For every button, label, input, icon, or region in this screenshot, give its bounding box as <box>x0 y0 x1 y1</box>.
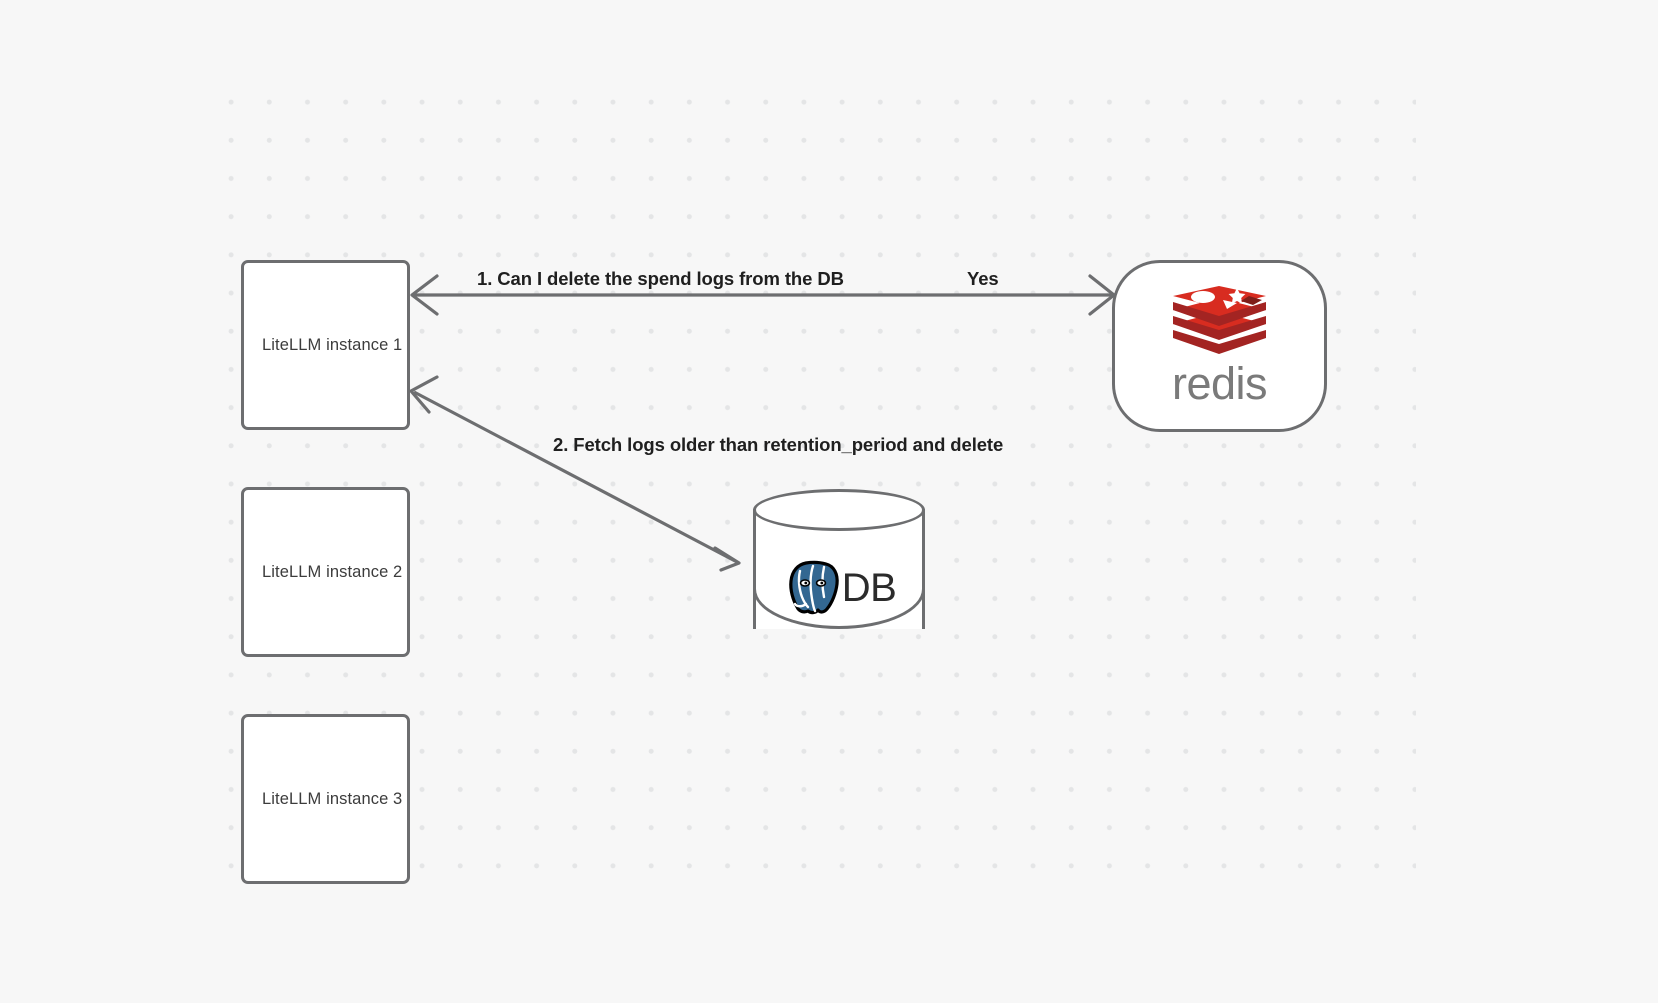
node-litellm-instance-3-label: LiteLLM instance 3 <box>262 789 403 808</box>
edge-litellm1-db <box>409 375 741 572</box>
redis-stack-icon <box>1173 286 1266 355</box>
node-litellm-instance-1[interactable]: LiteLLM instance 1 <box>241 260 410 430</box>
cylinder-top-ellipse <box>753 489 925 531</box>
node-database[interactable]: DB <box>753 489 925 649</box>
arrowhead-left-icon <box>410 274 439 316</box>
redis-wordmark-label: redis <box>1171 358 1268 410</box>
arrowhead-downright-icon <box>713 546 741 572</box>
redis-logo: redis <box>1115 263 1324 429</box>
node-redis[interactable]: redis <box>1112 260 1327 432</box>
edge-label-step-2: 2. Fetch logs older than retention_perio… <box>553 434 1004 455</box>
node-litellm-instance-3[interactable]: LiteLLM instance 3 <box>241 714 410 884</box>
edge-label-step-1: 1. Can I delete the spend logs from the … <box>477 268 844 289</box>
arrowhead-upleft-icon <box>409 375 439 414</box>
edge-label-yes: Yes <box>967 268 999 289</box>
database-label: DB <box>841 566 897 610</box>
node-litellm-instance-1-label: LiteLLM instance 1 <box>262 335 403 354</box>
postgresql-elephant-icon <box>788 560 839 615</box>
node-litellm-instance-2[interactable]: LiteLLM instance 2 <box>241 487 410 657</box>
arrowhead-right-icon <box>1088 274 1116 316</box>
node-litellm-instance-2-label: LiteLLM instance 2 <box>262 562 403 581</box>
